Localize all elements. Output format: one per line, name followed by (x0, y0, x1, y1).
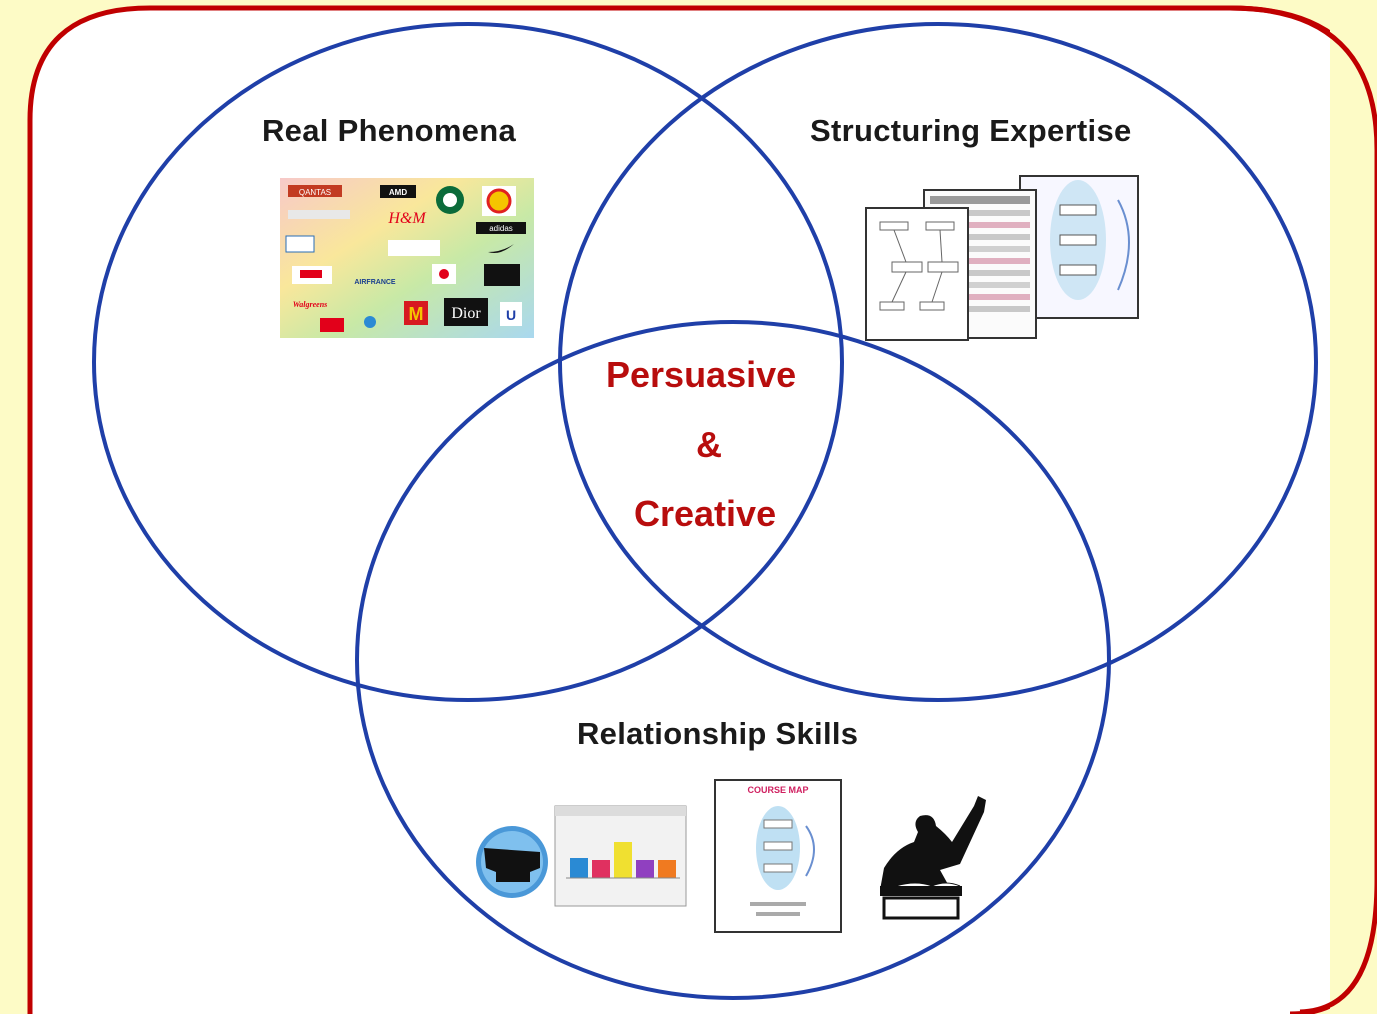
set-label-real-phenomena: Real Phenomena (262, 113, 517, 148)
logo-text: H&M (387, 210, 427, 227)
relationship-images: COURSE MAP (476, 779, 986, 933)
logo-text: adidas (489, 224, 513, 233)
logo-text: Dior (451, 305, 481, 322)
unilever-u: U (506, 307, 516, 323)
set-label-structuring-expertise: Structuring Expertise (810, 113, 1132, 148)
set-label-relationship-skills: Relationship Skills (577, 716, 859, 751)
brand-logos-image: QANTAS AMD H&M adidas AIRFRANCE Walgreen… (280, 178, 534, 338)
intersection-label-persuasive: Persuasive (606, 354, 797, 395)
intersection-label-ampersand: & (696, 424, 722, 465)
logo-text: AIRFRANCE (354, 279, 396, 286)
expertise-documents-image (865, 175, 1139, 341)
intersection-label-creative: Creative (634, 493, 777, 534)
course-map-title: COURSE MAP (747, 785, 808, 795)
logo-text: Walgreens (293, 300, 328, 309)
logo-text: QANTAS (299, 188, 331, 197)
circle-relationship-skills (355, 320, 1111, 1000)
circle-real-phenomena (92, 22, 844, 702)
mcdonalds-m: M (409, 304, 424, 324)
logo-text: AMD (389, 188, 407, 197)
right-margin (1330, 0, 1377, 1014)
